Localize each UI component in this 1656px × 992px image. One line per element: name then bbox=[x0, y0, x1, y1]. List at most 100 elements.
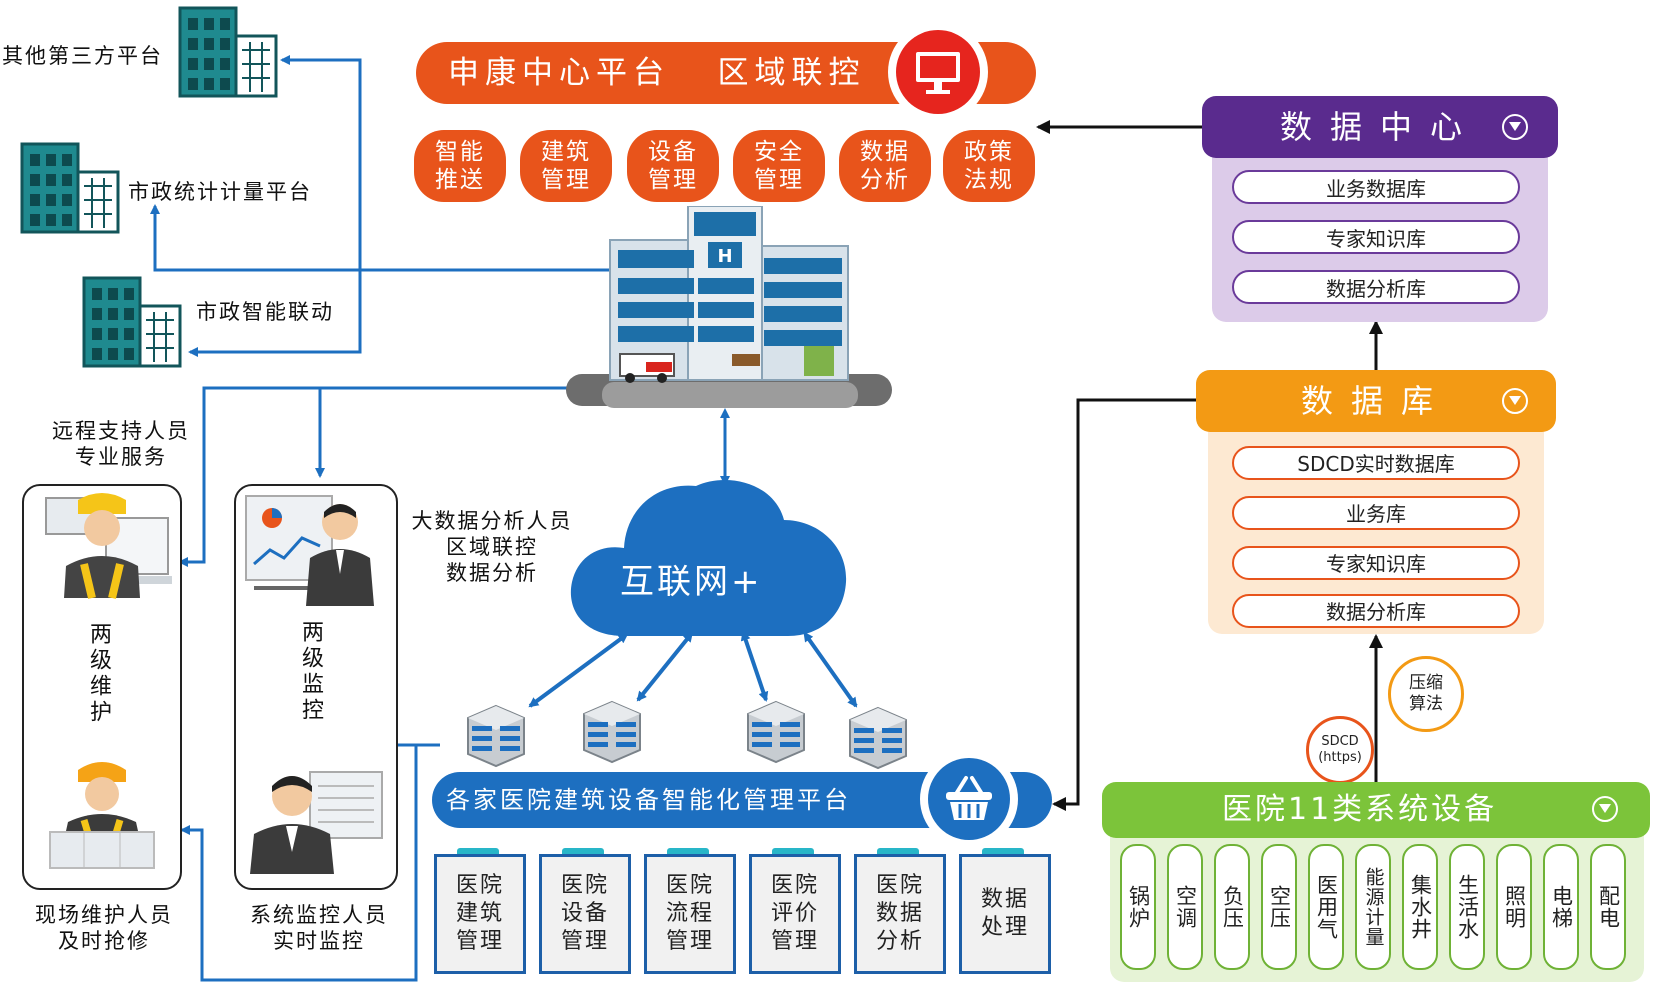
db-item-expert-kb[interactable]: 专家知识库 bbox=[1232, 546, 1520, 580]
chevron-down-icon[interactable] bbox=[1502, 388, 1528, 414]
municipal-smart-label: 市政智能联动 bbox=[196, 300, 334, 324]
equipment-title: 医院11类系统设备 bbox=[1222, 792, 1498, 827]
link-cloud-server-2 bbox=[636, 631, 694, 702]
equipment-item-elevator[interactable]: 电梯 bbox=[1543, 844, 1579, 970]
database-header[interactable]: 数据库 bbox=[1196, 370, 1556, 432]
module-label: 数据 分析 bbox=[860, 139, 910, 193]
equipment-item-medical-gas[interactable]: 医用气 bbox=[1308, 844, 1344, 970]
equipment-item-label: 能源计量 bbox=[1362, 867, 1385, 947]
monitor-icon bbox=[896, 30, 980, 114]
server-icon-4 bbox=[848, 706, 908, 774]
module-label: 建筑 管理 bbox=[541, 139, 591, 193]
sdcd-badge: SDCD (https) bbox=[1306, 716, 1374, 784]
equipment-item-sump[interactable]: 集水井 bbox=[1402, 844, 1438, 970]
bigdata-caption: 大数据分析人员 区域联控 数据分析 bbox=[411, 509, 573, 585]
cloud-label: 互联网+ bbox=[620, 562, 763, 602]
equipment-item-label: 空调 bbox=[1173, 885, 1198, 929]
basket-icon bbox=[928, 758, 1010, 840]
server-icon-1 bbox=[466, 704, 526, 772]
module-analysis[interactable]: 数据 分析 bbox=[839, 130, 931, 202]
link-cloud-server-3 bbox=[740, 630, 769, 702]
db-item-analysis[interactable]: 数据分析库 bbox=[1232, 594, 1520, 628]
top-platform-title: 申康中心平台 区域联控 bbox=[448, 55, 866, 91]
dc-item-business-db[interactable]: 业务数据库 bbox=[1232, 170, 1520, 204]
equipment-item-label: 照明 bbox=[1502, 885, 1527, 929]
chevron-down-icon[interactable] bbox=[1502, 114, 1528, 140]
equipment-header[interactable]: 医院11类系统设备 bbox=[1102, 782, 1650, 838]
monitor-panel-label: 两级监控 bbox=[298, 620, 323, 724]
equipment-item-label: 电梯 bbox=[1549, 885, 1574, 929]
card-process-mgmt[interactable]: 医院 流程 管理 bbox=[644, 854, 736, 974]
compression-label: 压缩 算法 bbox=[1409, 673, 1443, 714]
card-label: 医院 设备 管理 bbox=[560, 873, 609, 954]
link-db-platform bbox=[1052, 398, 1196, 811]
module-smart-push[interactable]: 智能 推送 bbox=[414, 130, 506, 202]
sdcd-label: SDCD (https) bbox=[1318, 734, 1362, 765]
hospital-platform-title: 各家医院建筑设备智能化管理平台 bbox=[446, 786, 851, 814]
server-icon-2 bbox=[582, 700, 642, 768]
equipment-item-label: 锅炉 bbox=[1126, 885, 1151, 929]
module-safety[interactable]: 安全 管理 bbox=[733, 130, 825, 202]
module-equipment[interactable]: 设备 管理 bbox=[627, 130, 719, 202]
third-party-building-icon bbox=[176, 6, 280, 102]
equipment-item-air-compressor[interactable]: 空压 bbox=[1261, 844, 1297, 970]
link-cloud-server-4 bbox=[803, 631, 858, 708]
system-monitor-caption: 系统监控人员 实时监控 bbox=[250, 903, 388, 953]
municipal-stats-label: 市政统计计量平台 bbox=[128, 180, 312, 204]
equipment-item-label: 生活水 bbox=[1455, 874, 1480, 940]
municipal-stats-building-icon bbox=[18, 142, 122, 238]
link-cloud-server-1 bbox=[528, 633, 629, 708]
data-center-header[interactable]: 数据中心 bbox=[1202, 96, 1558, 158]
remote-support-caption: 远程支持人员 专业服务 bbox=[52, 419, 190, 469]
database-title: 数据库 bbox=[1300, 382, 1451, 420]
module-building[interactable]: 建筑 管理 bbox=[520, 130, 612, 202]
remote-engineer-icon bbox=[44, 490, 172, 604]
equipment-item-label: 负压 bbox=[1220, 885, 1245, 929]
equipment-item-power[interactable]: 配电 bbox=[1590, 844, 1626, 970]
server-icon-3 bbox=[746, 700, 806, 768]
monitor-operator-icon bbox=[246, 762, 386, 882]
equipment-item-label: 集水井 bbox=[1408, 874, 1433, 940]
dc-item-analysis-db[interactable]: 数据分析库 bbox=[1232, 270, 1520, 304]
equipment-item-energy-metering[interactable]: 能源计量 bbox=[1355, 844, 1391, 970]
db-item-business[interactable]: 业务库 bbox=[1232, 496, 1520, 530]
field-maintenance-caption: 现场维护人员 及时抢修 bbox=[35, 903, 173, 953]
equipment-item-label: 医用气 bbox=[1314, 874, 1339, 940]
data-center-title: 数据中心 bbox=[1279, 108, 1480, 146]
card-label: 医院 建筑 管理 bbox=[455, 873, 504, 954]
internet-cloud-icon bbox=[566, 468, 850, 644]
svg-text:H: H bbox=[717, 246, 732, 267]
equipment-item-label: 配电 bbox=[1596, 885, 1621, 929]
module-label: 政策 法规 bbox=[964, 139, 1014, 193]
db-item-sdcd-realtime[interactable]: SDCD实时数据库 bbox=[1232, 446, 1520, 480]
municipal-smart-building-icon bbox=[80, 276, 184, 372]
equipment-item-label: 空压 bbox=[1267, 885, 1292, 929]
analyst-icon bbox=[244, 494, 384, 614]
equipment-item-domestic-water[interactable]: 生活水 bbox=[1449, 844, 1485, 970]
card-data-processing[interactable]: 数据 处理 bbox=[959, 854, 1051, 974]
card-evaluation-mgmt[interactable]: 医院 评价 管理 bbox=[749, 854, 841, 974]
card-equipment-mgmt[interactable]: 医院 设备 管理 bbox=[539, 854, 631, 974]
equipment-item-negative-pressure[interactable]: 负压 bbox=[1214, 844, 1250, 970]
equipment-item-boiler[interactable]: 锅炉 bbox=[1120, 844, 1156, 970]
link-to-third-party bbox=[280, 55, 362, 270]
hospital-building-icon: H bbox=[566, 205, 892, 416]
card-label: 医院 流程 管理 bbox=[665, 873, 714, 954]
link-to-municipal-stats bbox=[150, 204, 610, 272]
equipment-item-aircon[interactable]: 空调 bbox=[1167, 844, 1203, 970]
card-label: 医院 评价 管理 bbox=[770, 873, 819, 954]
card-label: 数据 处理 bbox=[980, 887, 1029, 940]
chevron-down-icon[interactable] bbox=[1592, 796, 1618, 822]
dc-item-expert-kb[interactable]: 专家知识库 bbox=[1232, 220, 1520, 254]
module-label: 设备 管理 bbox=[648, 139, 698, 193]
field-engineer-icon bbox=[48, 754, 156, 874]
module-label: 安全 管理 bbox=[754, 139, 804, 193]
module-policy[interactable]: 政策 法规 bbox=[943, 130, 1035, 202]
maintain-panel-label: 两级维护 bbox=[86, 622, 111, 726]
third-party-label: 其他第三方平台 bbox=[2, 44, 163, 68]
card-data-analysis[interactable]: 医院 数据 分析 bbox=[854, 854, 946, 974]
card-label: 医院 数据 分析 bbox=[875, 873, 924, 954]
compression-badge: 压缩 算法 bbox=[1388, 656, 1464, 732]
equipment-item-lighting[interactable]: 照明 bbox=[1496, 844, 1532, 970]
card-building-mgmt[interactable]: 医院 建筑 管理 bbox=[434, 854, 526, 974]
